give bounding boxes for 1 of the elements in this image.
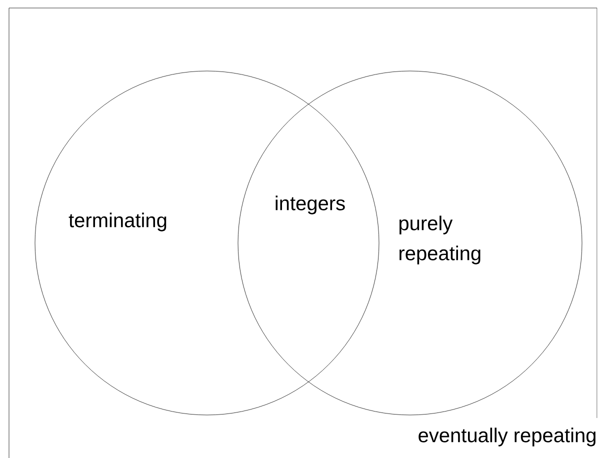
region-label: integers [276,196,345,214]
